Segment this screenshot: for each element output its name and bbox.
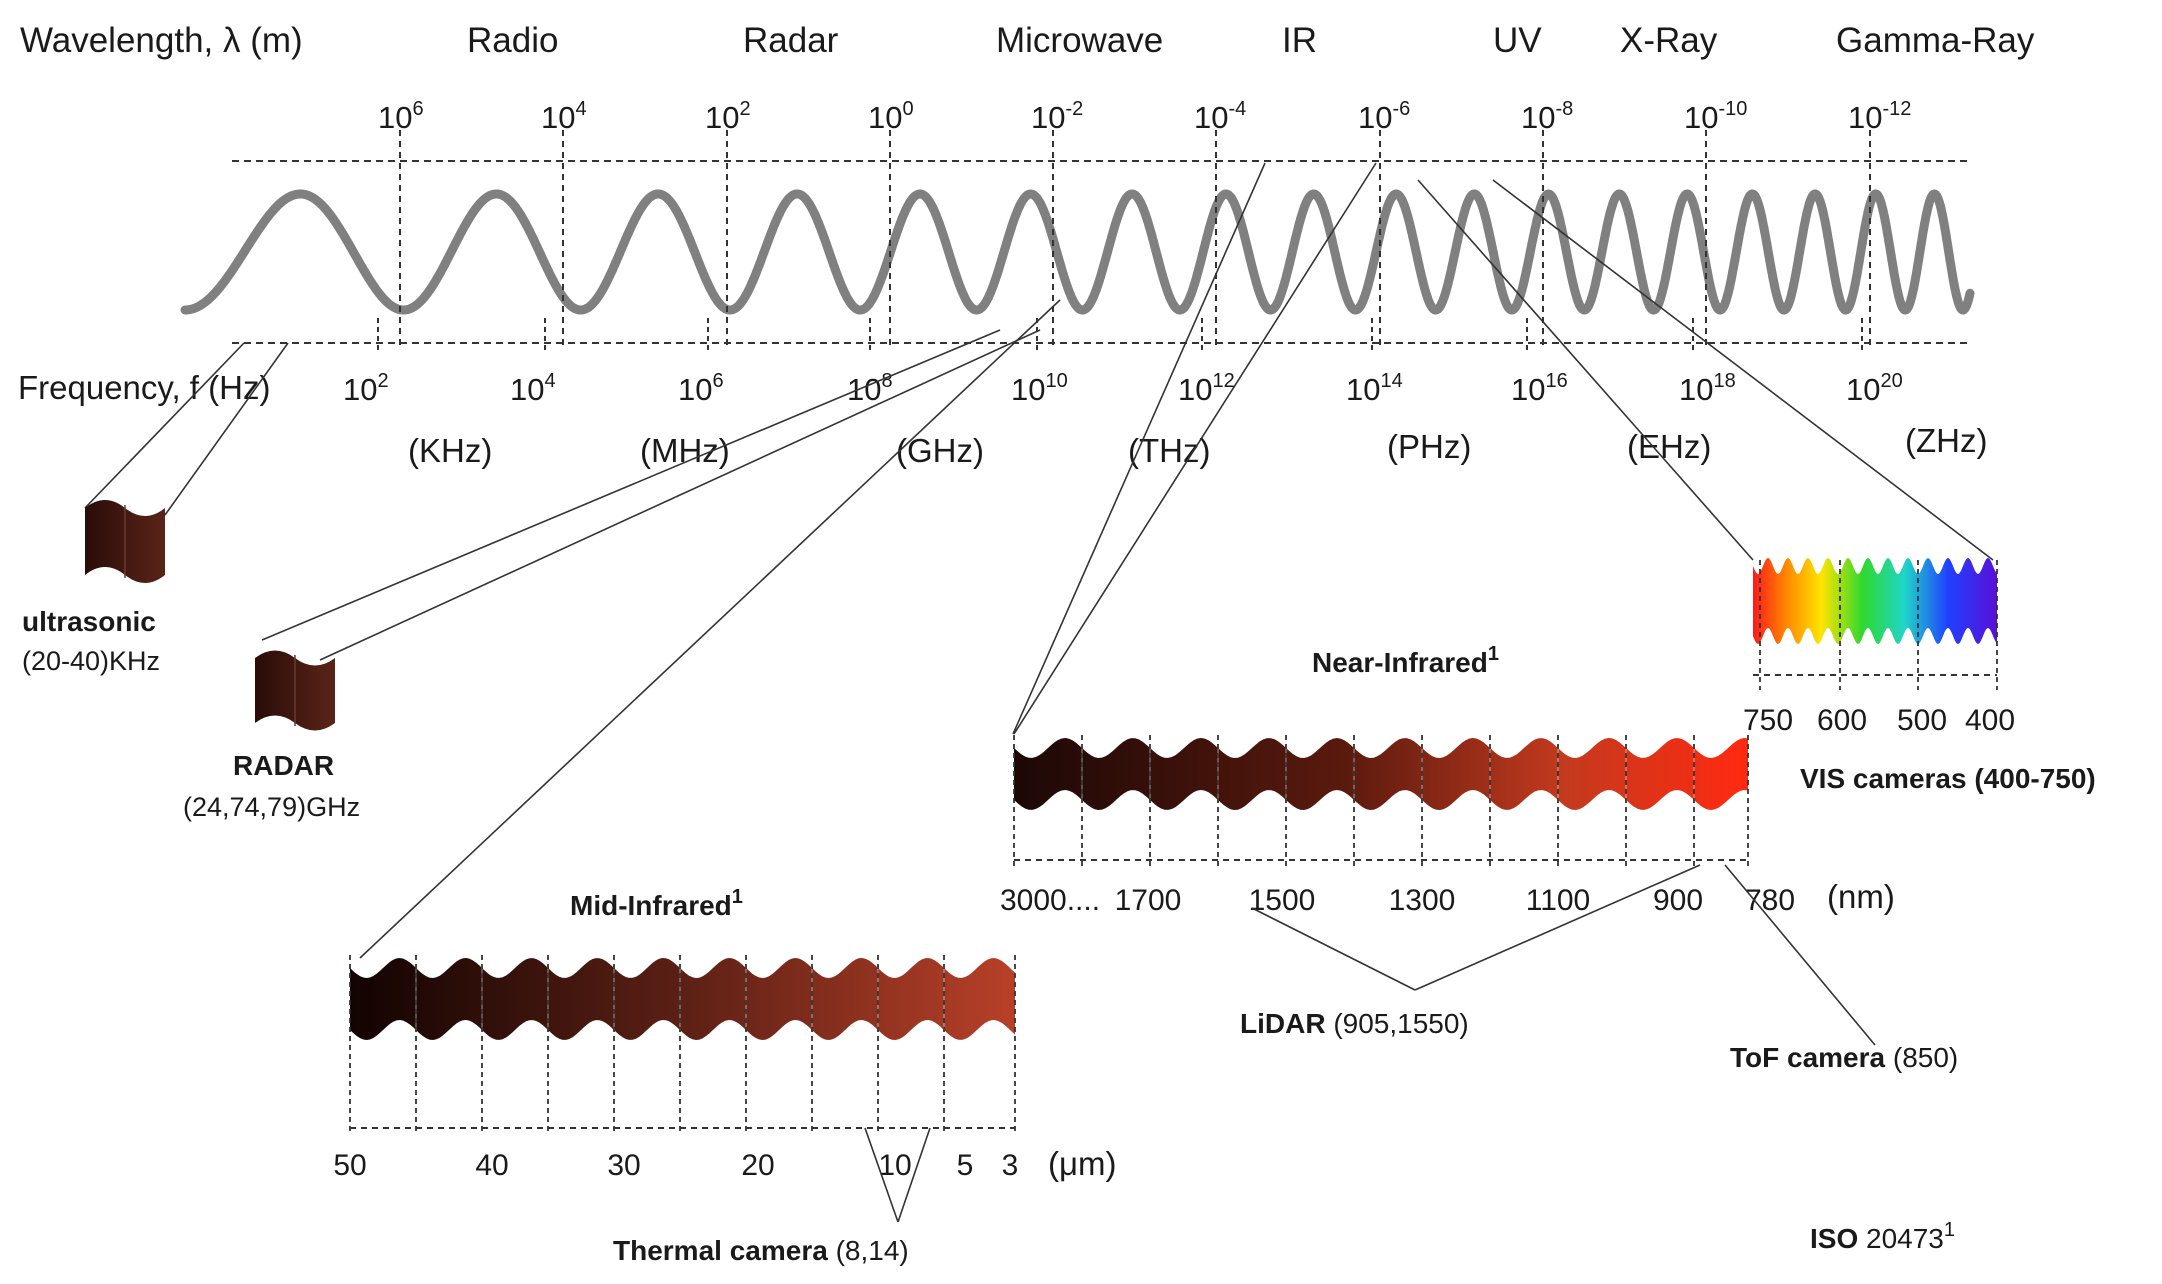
wavelength-tick-9: 10-12 [1848,98,1911,135]
axis-label-2: 30 [607,1149,640,1182]
unit-zhz: (ZHz) [1905,422,1987,459]
axis-label-6: 3 [1002,1149,1019,1182]
axis-label-3: 400 [1965,704,2015,737]
band-label-microwave: Microwave [996,21,1163,60]
thermal-callout [864,1127,931,1223]
wavelength-tick-4: 10-2 [1031,98,1083,135]
unit-khz: (KHz) [408,432,492,469]
band-label-ir: IR [1282,21,1317,60]
axis-label-0: 3000.... [1000,884,1100,917]
vis-cameras: 750 600 500 400 VIS cameras (400-750) [1743,558,2096,794]
frequency-tick-2: 106 [678,370,724,407]
near-infrared-swatch [1014,738,1748,810]
axis-label-6: 780 [1745,884,1795,917]
frequency-tick-lines [377,318,1863,352]
wavelength-tick-labels: 106 104 102 100 10-2 10-4 10-6 10-8 10-10 10-12 [378,98,1911,135]
axis-label-0: 50 [333,1149,366,1182]
axis-label-5: 5 [957,1149,974,1182]
wavelength-tick-0: 106 [378,98,424,135]
lidar-label: LiDAR (905,1550) [1240,1008,1469,1039]
frequency-tick-3: 108 [847,370,893,407]
near-infrared-unit: (nm) [1827,878,1895,915]
band-label-radio: Radio [467,21,558,60]
electromagnetic-wave [180,189,1975,315]
lidar-tof-callouts [1251,864,1876,1046]
wavelength-tick-1: 104 [541,98,587,135]
iso-footnote: ISO 204731 [1810,1219,1955,1254]
header-labels: Wavelength, λ (m) Radio Radar Microwave … [20,21,2035,60]
zoom-connector-lines [84,162,1994,959]
unit-ghz: (GHz) [896,432,984,469]
axis-label-5: 900 [1653,884,1703,917]
ultrasonic-sensor: ultrasonic (20-40)KHz [22,500,165,676]
frequency-axis-label: Frequency, f (Hz) [18,369,270,406]
near-infrared-title: Near-Infrared1 [1312,643,1499,678]
axis-label-3: 1300 [1389,884,1456,917]
frequency-units: (KHz) (MHz) (GHz) (THz) (PHz) (EHz) (ZHz… [408,422,1987,469]
mid-infrared-unit: (μm) [1048,1145,1116,1182]
frequency-tick-9: 1020 [1846,370,1903,407]
radar-sensor: RADAR (24,74,79)GHz [183,650,360,822]
mid-infrared-swatch [350,958,1015,1040]
wavelength-axis-label: Wavelength, λ (m) [20,21,303,60]
frequency-tick-4: 1010 [1011,370,1068,407]
band-label-radar: Radar [743,21,839,60]
wavelength-tick-8: 10-10 [1684,98,1747,135]
vis-axis: 750 600 500 400 [1743,560,2015,737]
axis-label-1: 1700 [1115,884,1182,917]
frequency-tick-0: 102 [343,370,389,407]
unit-mhz: (MHz) [640,432,730,469]
axis-label-1: 600 [1817,704,1867,737]
radar-name: RADAR [233,750,334,781]
wavelength-tick-lines [399,130,1871,345]
mid-infrared-title: Mid-Infrared1 [570,886,743,921]
unit-ehz: (EHz) [1627,428,1711,465]
radar-range: (24,74,79)GHz [183,792,360,822]
axis-label-4: 10 [878,1149,911,1182]
tof-camera-label: ToF camera (850) [1730,1042,1958,1073]
visible-spectrum-swatch [1753,558,1997,644]
thermal-camera-label: Thermal camera (8,14) [613,1235,909,1266]
vis-cameras-label: VIS cameras (400-750) [1800,763,2096,794]
axis-label-1: 40 [475,1149,508,1182]
axis-label-0: 750 [1743,704,1793,737]
wavelength-tick-5: 10-4 [1194,98,1246,135]
axis-label-3: 20 [741,1149,774,1182]
frequency-tick-7: 1016 [1511,370,1568,407]
wavelength-tick-6: 10-6 [1358,98,1410,135]
axis-label-4: 1100 [1526,884,1591,917]
frequency-tick-6: 1014 [1346,370,1403,407]
band-label-xray: X-Ray [1620,21,1718,60]
unit-phz: (PHz) [1387,428,1471,465]
unit-thz: (THz) [1128,432,1210,469]
wavelength-tick-2: 102 [705,98,751,135]
band-label-uv: UV [1493,21,1542,60]
band-label-gamma-ray: Gamma-Ray [1836,21,2035,60]
frequency-tick-1: 104 [510,370,556,407]
frequency-tick-8: 1018 [1679,370,1736,407]
wavelength-tick-7: 10-8 [1521,98,1573,135]
ultrasonic-name: ultrasonic [22,606,156,637]
wavelength-tick-3: 100 [868,98,914,135]
ultrasonic-range: (20-40)KHz [22,646,160,676]
frequency-tick-5: 1012 [1178,370,1235,407]
frequency-tick-labels: 102 104 106 108 1010 1012 1014 1016 1018 1020 [343,370,1903,407]
axis-label-2: 500 [1897,704,1947,737]
